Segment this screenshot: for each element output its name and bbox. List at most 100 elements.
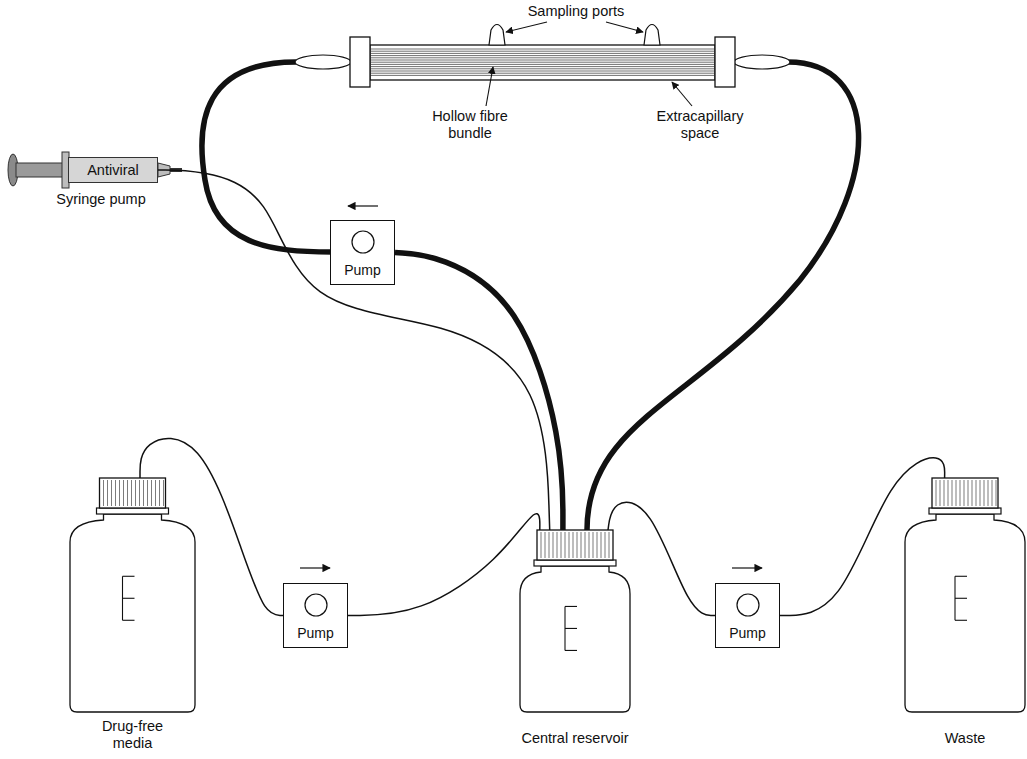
- bottle: [905, 478, 1025, 712]
- cap-ridge: [589, 532, 590, 558]
- cap-ridge: [980, 480, 981, 506]
- cap-ridge: [581, 532, 582, 558]
- fibre: [371, 60, 714, 61]
- flow-arrow: [732, 567, 762, 568]
- cap-ridge: [163, 480, 164, 506]
- end-cap: [350, 37, 370, 87]
- cap-ridge: [103, 480, 104, 506]
- cap-ridge: [549, 532, 550, 558]
- tube-connector: [780, 458, 945, 616]
- fibre: [371, 51, 714, 52]
- cap-ridge: [960, 480, 961, 506]
- graduation: [565, 650, 577, 651]
- cap-ridge: [992, 480, 993, 506]
- tube-connector: [348, 514, 540, 616]
- pump-rotor: [350, 229, 376, 255]
- node-label: Antiviral: [87, 162, 139, 179]
- sampling-port: [489, 25, 505, 46]
- tube-connector: [295, 55, 351, 69]
- tube: [202, 62, 332, 252]
- cap-ridge: [143, 480, 144, 506]
- bottle: [70, 478, 195, 712]
- bottle-body: [70, 514, 195, 712]
- cap-ridge: [155, 480, 156, 506]
- fibre: [371, 73, 714, 74]
- bottle-body: [905, 514, 1025, 712]
- pump-rotor-circle: [352, 231, 374, 253]
- cap-ridge: [151, 480, 152, 506]
- cap-ridge: [984, 480, 985, 506]
- cap-ridge: [609, 532, 610, 558]
- graduation: [955, 598, 967, 599]
- cartridge-body: [370, 45, 715, 80]
- callout-label: Hollow fibre bundle: [420, 108, 520, 142]
- cap-ridge: [597, 532, 598, 558]
- node-label: Drug-free media: [92, 718, 174, 752]
- cap-ridge: [119, 480, 120, 506]
- pump-rotor-circle: [305, 594, 327, 616]
- cap-ridge: [557, 532, 558, 558]
- leader-line: [486, 67, 493, 106]
- cap-ridge: [948, 480, 949, 506]
- cap-ridge: [545, 532, 546, 558]
- node-label: Pump: [297, 625, 334, 642]
- cap-ridge: [111, 480, 112, 506]
- cap-ridge: [159, 480, 160, 506]
- end-cap: [715, 37, 735, 87]
- cap-ridge: [968, 480, 969, 506]
- bottle-cap: [100, 478, 166, 508]
- flow-arrow: [300, 567, 330, 568]
- sampling-port: [644, 25, 660, 46]
- node-label: Central reservoir: [500, 730, 650, 747]
- node-label: Waste: [925, 730, 1005, 747]
- callout-label: Sampling ports: [505, 3, 647, 20]
- cap-ridge: [553, 532, 554, 558]
- pump-box: Pump: [715, 583, 780, 648]
- graduation: [955, 620, 967, 621]
- pump-box: Pump: [330, 220, 395, 285]
- graduation: [123, 620, 135, 621]
- cap-ridge: [944, 480, 945, 506]
- cap-ridge: [996, 480, 997, 506]
- cap-ridge: [940, 480, 941, 506]
- tube-connector: [395, 253, 563, 531]
- fibre: [371, 64, 714, 65]
- callout-label: Extracapillary space: [640, 108, 760, 142]
- fibre: [371, 49, 714, 50]
- cap-ridge: [952, 480, 953, 506]
- pump-rotor: [735, 592, 761, 618]
- cap-ridge: [577, 532, 578, 558]
- graduation: [565, 628, 577, 629]
- graduation: [955, 576, 967, 577]
- cap-ridge: [541, 532, 542, 558]
- tube-connector: [140, 438, 283, 615]
- cap-ridge: [147, 480, 148, 506]
- cap-ridge: [956, 480, 957, 506]
- fibre: [371, 75, 714, 76]
- tube-connector: [608, 502, 715, 615]
- cap-ridge: [601, 532, 602, 558]
- tube: [587, 62, 859, 530]
- cap-ridge: [972, 480, 973, 506]
- cap-ridge: [936, 480, 937, 506]
- cap-ridge: [131, 480, 132, 506]
- bottle-body: [520, 566, 630, 712]
- cap-ridge: [976, 480, 977, 506]
- syringe-barrel: AntiviralSyringe pump: [68, 157, 158, 183]
- bottle: [520, 530, 630, 712]
- flow-arrow: [348, 205, 378, 206]
- cap-ridge: [565, 532, 566, 558]
- cap-ridge: [115, 480, 116, 506]
- cap-ridge: [127, 480, 128, 506]
- fibre: [371, 62, 714, 63]
- graduation: [565, 606, 577, 607]
- fibre: [371, 55, 714, 56]
- plunger-rod: [16, 163, 64, 177]
- bottle-cap: [537, 530, 613, 560]
- cap-ridge: [139, 480, 140, 506]
- fibre: [371, 66, 714, 67]
- graduation: [123, 576, 135, 577]
